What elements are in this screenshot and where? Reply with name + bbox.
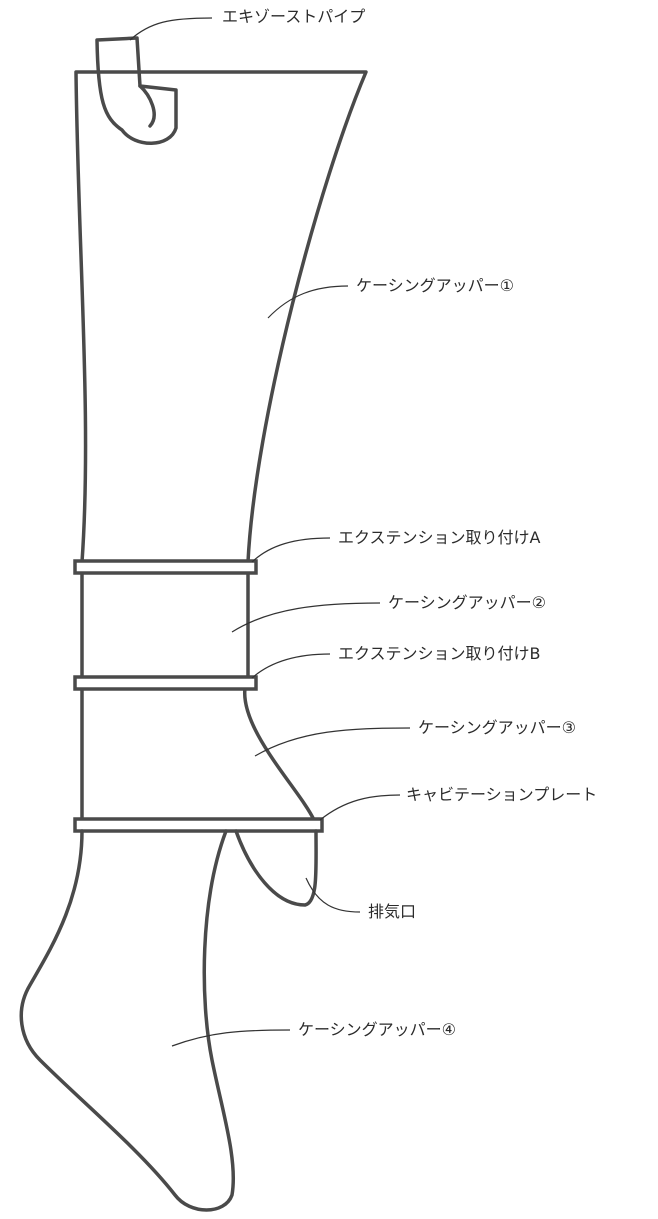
leader-exhaust-pipe (129, 17, 213, 41)
casing-upper-2-shape (80, 570, 250, 680)
label-casing-upper-1: ケーシングアッパー① (356, 276, 515, 295)
label-extension-mount-a: エクステンション取り付けA (338, 528, 541, 547)
exhaust-pipe-shape (95, 36, 178, 145)
label-casing-upper-4: ケーシングアッパー④ (298, 1020, 457, 1039)
extension-mount-b-band (73, 675, 258, 691)
label-extension-mount-b: エクステンション取り付けB (338, 644, 541, 663)
leader-exhaust-outlet (305, 877, 361, 913)
label-casing-upper-3: ケーシングアッパー③ (418, 718, 577, 737)
extension-mount-a-band (73, 559, 258, 575)
leader-casing-upper-3 (254, 727, 411, 757)
label-cavitation-plate: キャビテーションプレート (406, 785, 598, 804)
label-exhaust-outlet: 排気口 (368, 902, 417, 921)
leader-casing-upper-2 (231, 602, 381, 633)
exhaust-outlet-shape (234, 829, 318, 907)
casing-upper-3-shape (80, 686, 316, 822)
leader-casing-upper-4 (171, 1029, 291, 1047)
cavitation-plate-band (73, 817, 324, 833)
leader-casing-upper-1 (267, 285, 349, 319)
leader-cavitation-plate (319, 794, 401, 821)
label-exhaust-pipe: エキゾーストパイプ (222, 7, 366, 26)
casing-upper-4-shape (19, 829, 236, 1212)
leader-extension-mount-b (251, 653, 331, 679)
casing-upper-1-shape (74, 70, 368, 564)
exhaust-pipe-inner (138, 84, 156, 128)
label-casing-upper-2: ケーシングアッパー② (388, 593, 547, 612)
leader-extension-mount-a (251, 537, 331, 563)
